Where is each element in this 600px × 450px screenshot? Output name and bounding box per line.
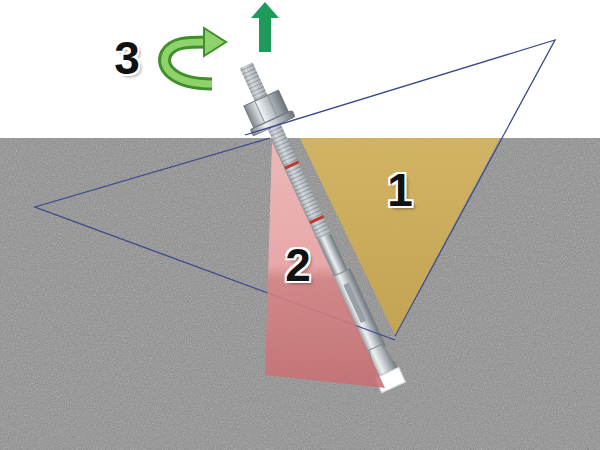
splitting-zone: 2 xyxy=(262,140,388,392)
callout-number: 2 xyxy=(285,242,311,288)
label-holder: 3 xyxy=(0,0,26,46)
triangle-fill xyxy=(265,142,385,388)
turn-arrow xyxy=(165,28,226,84)
triangle-shape xyxy=(262,140,388,392)
callout-number: 1 xyxy=(387,167,413,213)
pull-arrow xyxy=(251,2,279,52)
callout-number: 3 xyxy=(114,35,140,81)
